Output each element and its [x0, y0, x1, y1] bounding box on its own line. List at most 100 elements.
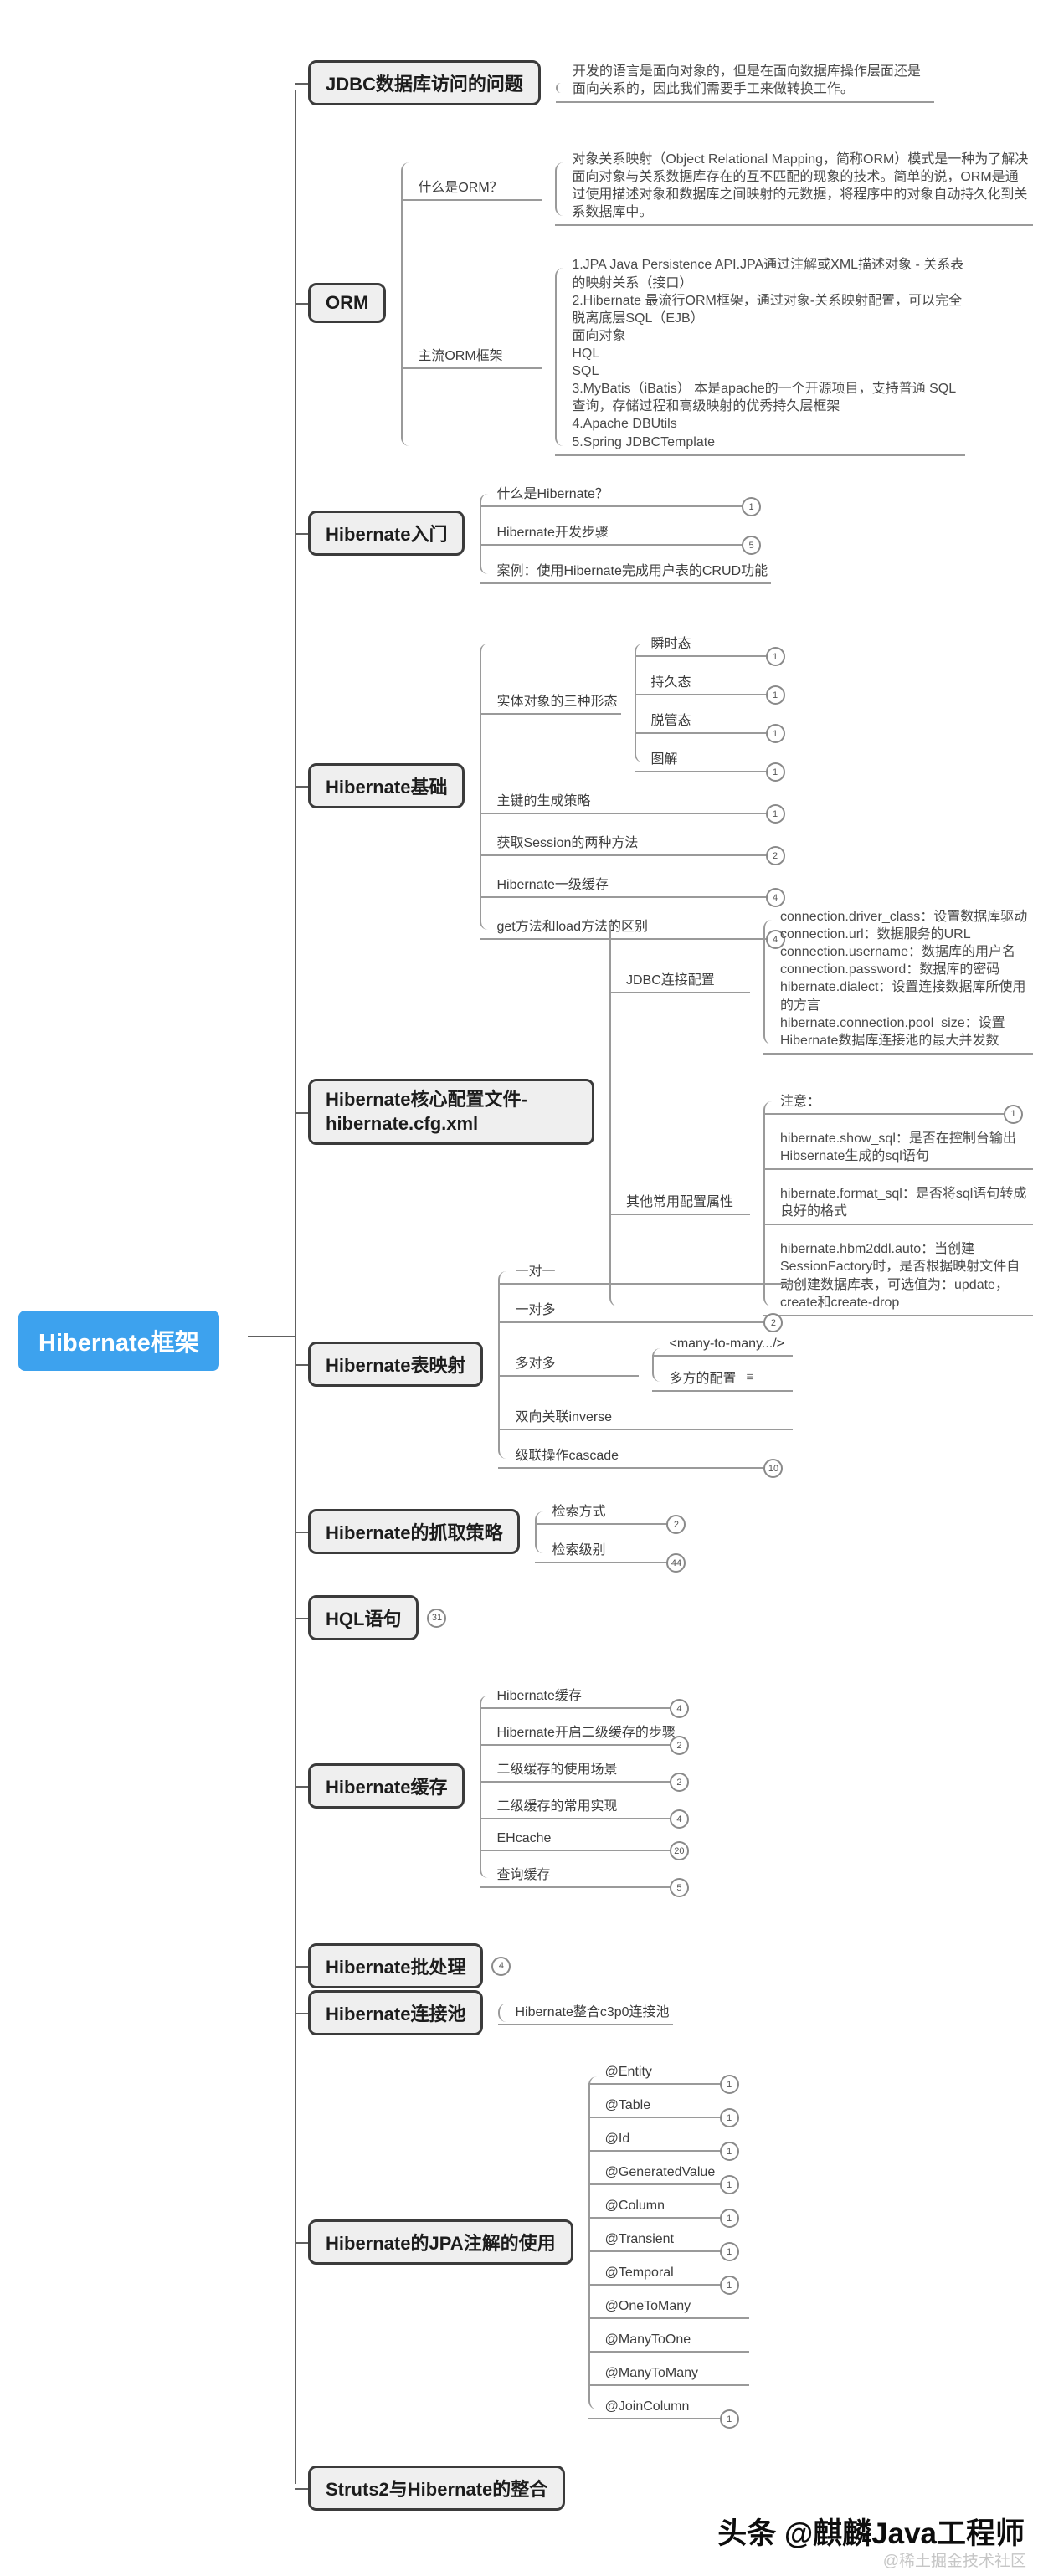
topic-label[interactable]: @Table — [604, 2098, 651, 2112]
topic-label[interactable]: Hibernate一级缓存 — [496, 878, 609, 892]
topic-label[interactable]: @Column — [604, 2199, 665, 2213]
collapsed-count-badge[interactable]: 2 — [765, 846, 785, 865]
topic-jpa[interactable]: Hibernate的JPA注解的使用 — [295, 2219, 573, 2265]
topic-label[interactable]: 二级缓存的常用实现 — [496, 1799, 618, 1814]
collapsed-count-badge[interactable]: 1 — [719, 2075, 739, 2094]
collapsed-count-badge[interactable]: 1 — [765, 647, 785, 666]
topic-label[interactable]: @ManyToOne — [604, 2332, 691, 2347]
topic-label[interactable]: Hibernate整合c3p0连接池 — [515, 2005, 670, 2019]
topic-label[interactable]: 查询缓存 — [496, 1868, 551, 1882]
topic-orm[interactable]: ORM — [294, 283, 387, 324]
topic-label[interactable]: 主流ORM框架 — [418, 348, 503, 363]
collapsed-count-badge[interactable]: 1 — [1004, 1104, 1023, 1124]
topic-label[interactable]: 多对多 — [515, 1357, 556, 1371]
topic-label[interactable]: 什么是Hibernate？ — [496, 487, 609, 501]
collapsed-count-badge[interactable]: 20 — [669, 1841, 689, 1860]
collapsed-count-badge[interactable]: 4 — [765, 888, 785, 907]
topic-label[interactable]: 持久态 — [650, 675, 691, 690]
topic-label[interactable]: 脱管态 — [650, 714, 691, 728]
topic-label[interactable]: 检索级别 — [552, 1543, 606, 1557]
topic-label[interactable]: 多方的配置 — [669, 1372, 737, 1386]
collapsed-count-badge[interactable]: 1 — [719, 2175, 739, 2194]
topic-basics[interactable]: Hibernate基础 — [294, 763, 465, 808]
collapsed-count-badge[interactable]: 1 — [765, 685, 785, 705]
topic-label[interactable]: 检索方式 — [552, 1505, 606, 1519]
topic-label[interactable]: 获取Session的两种方法 — [496, 836, 639, 850]
topic-label[interactable]: Hibernate缓存 — [496, 1689, 582, 1703]
topic-note[interactable]: hibernate.hbm2ddl.auto：当创建SessionFactory… — [780, 1242, 1020, 1310]
topic-cache[interactable]: Hibernate缓存 — [294, 1763, 465, 1809]
topic-label[interactable]: EHcache — [496, 1831, 552, 1845]
collapsed-count-badge[interactable]: 1 — [719, 2142, 739, 2161]
topic-batch[interactable]: Hibernate批处理 — [294, 1943, 484, 1988]
topic-note[interactable]: 开发的语言是面向对象的，但是在面向数据库操作层面还是面向关系的，因此我们需要手工… — [572, 64, 921, 96]
collapsed-count-badge[interactable]: 5 — [669, 1878, 689, 1897]
connector-line — [498, 2024, 673, 2025]
topic-note[interactable]: hibernate.format_sql：是否将sql语句转成良好的格式 — [780, 1187, 1027, 1219]
collapsed-count-badge[interactable]: 1 — [719, 2242, 739, 2261]
topic-label[interactable]: @Temporal — [604, 2266, 674, 2280]
collapsed-count-badge[interactable]: 5 — [742, 536, 762, 555]
collapsed-count-badge[interactable]: 1 — [742, 497, 762, 516]
collapsed-count-badge[interactable]: 1 — [765, 762, 785, 782]
topic-label[interactable]: 二级缓存的使用场景 — [496, 1763, 618, 1777]
topic-label[interactable]: 一对多 — [515, 1303, 556, 1317]
topic-label[interactable]: Hibernate开启二级缓存的步骤 — [496, 1726, 676, 1740]
collapsed-count-badge[interactable]: 1 — [719, 2108, 739, 2127]
topic-label[interactable]: 双向关联inverse — [515, 1410, 613, 1424]
topic-note[interactable]: hibernate.show_sql：是否在控制台输出Hibsernate生成的… — [780, 1131, 1016, 1163]
list-item: @Table 1 — [588, 2098, 754, 2127]
topic-hql[interactable]: HQL语句 — [294, 1595, 419, 1640]
subtree: 其他常用配置属性 注意： 1 hibernate.show_sql：是否在控制台输出H… — [609, 1090, 1038, 1316]
topic-note[interactable]: 对象关系映射（Object Relational Mapping，简称ORM）模… — [572, 152, 1029, 220]
topic-jdbc-problem[interactable]: JDBC数据库访问的问题 — [295, 60, 541, 105]
collapsed-count-badge[interactable]: 2 — [666, 1515, 686, 1534]
collapsed-count-badge[interactable]: 44 — [666, 1553, 686, 1573]
topic-label[interactable]: @Transient — [604, 2232, 674, 2246]
topic-row: @Column — [604, 2199, 729, 2217]
topic-label[interactable]: @JoinColumn — [604, 2399, 690, 2414]
topic-config[interactable]: Hibernate核心配置文件-hibernate.cfg.xml — [295, 1079, 594, 1146]
collapsed-count-badge[interactable]: 1 — [719, 2276, 739, 2295]
collapsed-count-badge[interactable]: 1 — [719, 2209, 739, 2228]
topic-label[interactable]: Hibernate开发步骤 — [496, 526, 609, 540]
topic-label[interactable]: 什么是ORM？ — [418, 181, 503, 196]
topic-label[interactable]: @Id — [604, 2132, 630, 2146]
connector-line: 1 — [588, 2409, 739, 2429]
topic-label[interactable]: 实体对象的三种形态 — [496, 695, 618, 709]
collapsed-count-badge[interactable]: 2 — [669, 1773, 689, 1792]
topic-pool[interactable]: Hibernate连接池 — [294, 1990, 484, 2035]
topic-label[interactable]: 注意： — [780, 1094, 821, 1109]
topic-note[interactable]: 1.JPA Java Persistence API.JPA通过注解或XML描述… — [572, 258, 964, 449]
topic-label[interactable]: 图解 — [650, 752, 678, 767]
topic-label[interactable]: 级联操作cascade — [515, 1449, 619, 1463]
topic-label[interactable]: 其他常用配置属性 — [626, 1195, 734, 1210]
topic-label[interactable]: 案例：使用Hibernate完成用户表的CRUD功能 — [496, 564, 768, 578]
topic-label[interactable]: @Entity — [604, 2065, 652, 2079]
collapsed-count-badge[interactable]: 4 — [765, 930, 785, 949]
topic-label[interactable]: <many-to-many.../> — [669, 1337, 785, 1351]
collapsed-count-badge[interactable]: 31 — [427, 1608, 447, 1628]
topic-label[interactable]: 主键的生成策略 — [496, 794, 591, 808]
collapsed-count-badge[interactable]: 1 — [765, 804, 785, 824]
collapsed-count-badge[interactable]: 4 — [491, 1956, 511, 1976]
collapsed-count-badge[interactable]: 1 — [765, 724, 785, 743]
topic-label[interactable]: @ManyToMany — [604, 2366, 699, 2380]
topic-label[interactable]: @GeneratedValue — [604, 2165, 716, 2179]
topic-note[interactable]: connection.driver_class：设置数据库驱动 connecti… — [780, 910, 1028, 1048]
collapsed-count-badge[interactable]: 4 — [669, 1699, 689, 1718]
topic-struts[interactable]: Struts2与Hibernate的整合 — [294, 2466, 566, 2511]
topic-fetch[interactable]: Hibernate的抓取策略 — [294, 1509, 521, 1554]
collapsed-count-badge[interactable]: 4 — [669, 1809, 689, 1829]
topic-mapping[interactable]: Hibernate表映射 — [294, 1342, 484, 1387]
collapsed-count-badge[interactable]: 10 — [763, 1459, 784, 1478]
topic-intro[interactable]: Hibernate入门 — [294, 511, 465, 556]
collapsed-count-badge[interactable]: 2 — [669, 1736, 689, 1755]
topic-label[interactable]: 一对一 — [515, 1265, 556, 1279]
topic-label[interactable]: @OneToMany — [604, 2299, 691, 2313]
collapsed-count-badge[interactable]: 2 — [763, 1313, 784, 1332]
collapsed-count-badge[interactable]: 1 — [719, 2409, 739, 2429]
root-topic-hibernate[interactable]: Hibernate框架 — [18, 1311, 219, 1371]
topic-label[interactable]: 瞬时态 — [650, 637, 691, 651]
topic-label[interactable]: JDBC连接配置 — [626, 973, 715, 988]
